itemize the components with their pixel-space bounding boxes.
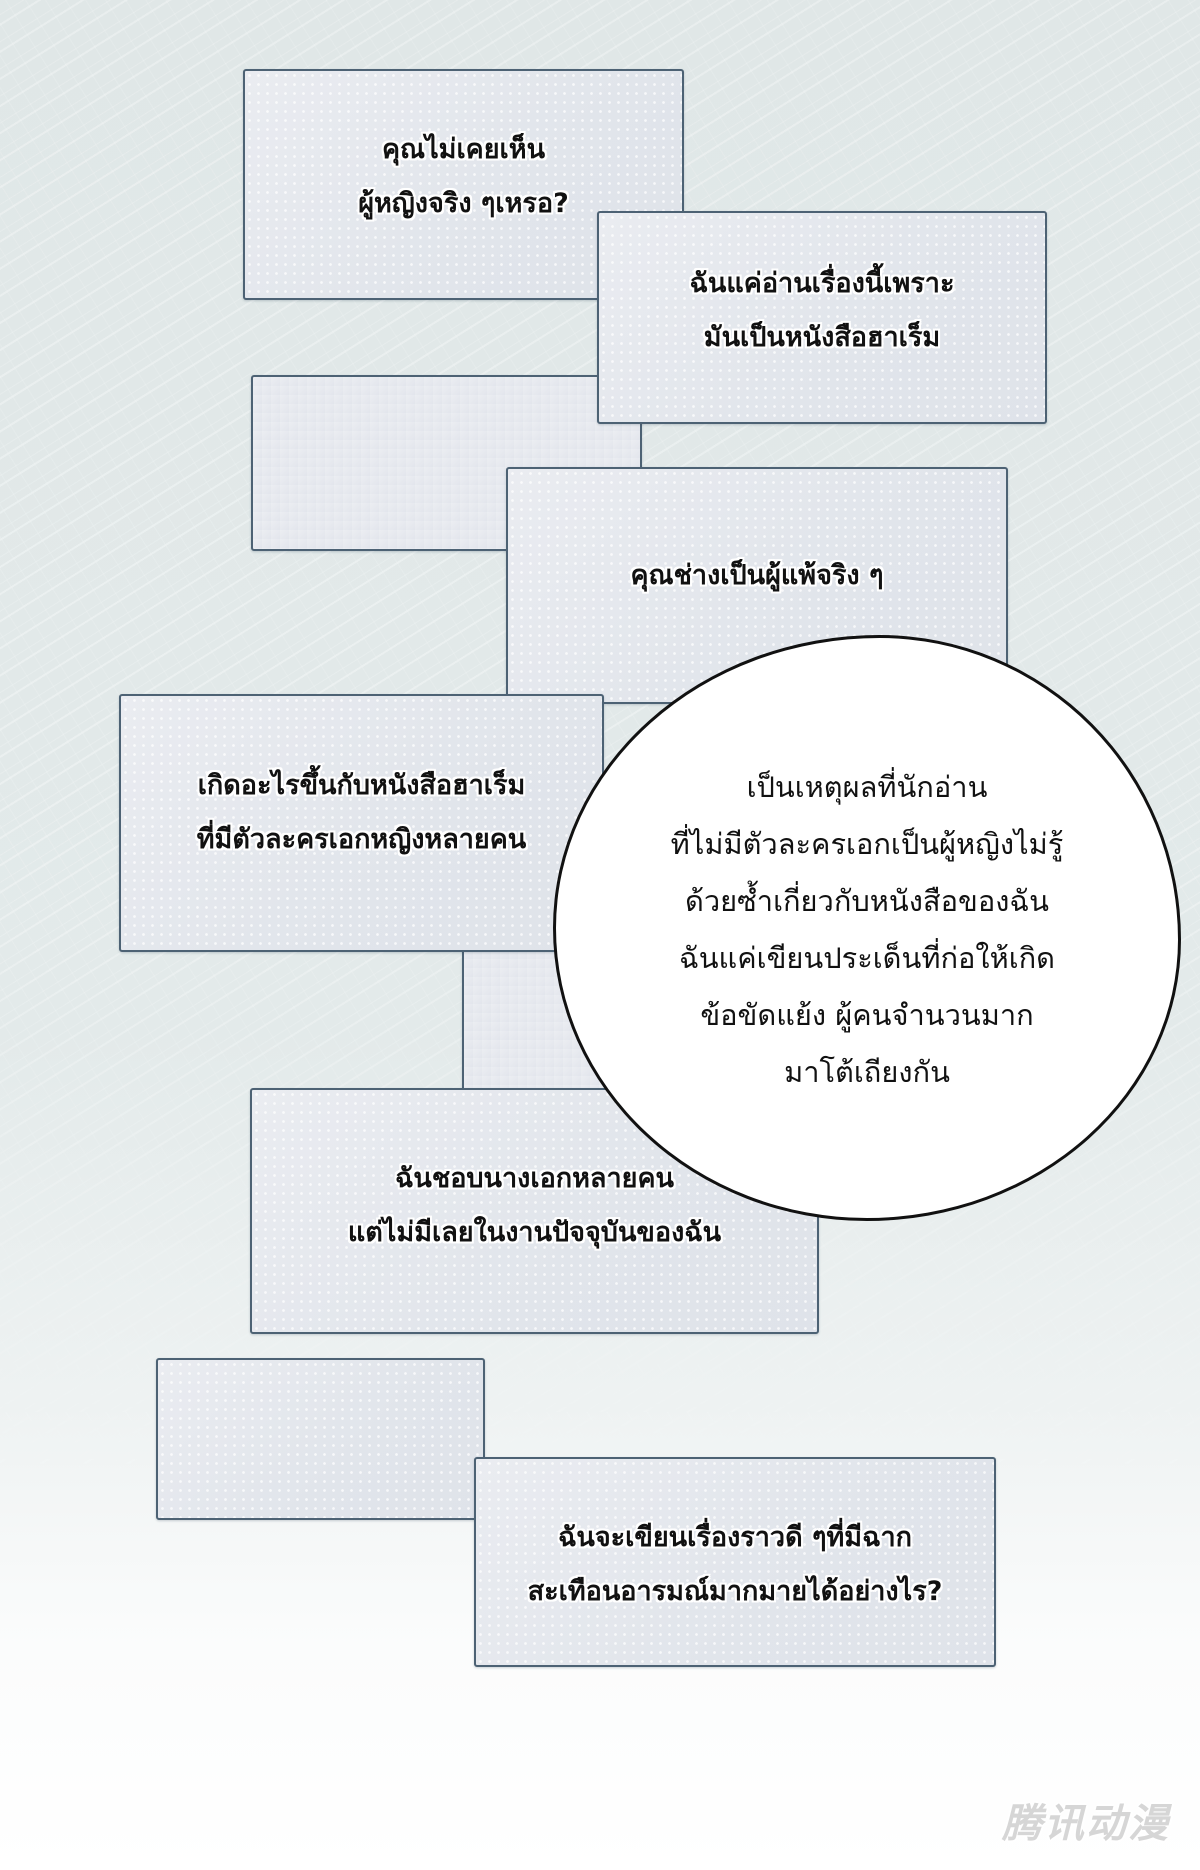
caption-line: ฉันแค่อ่านเรื่องนี้เพราะ: [689, 267, 955, 299]
caption-box-2: ฉันแค่อ่านเรื่องนี้เพราะ มันเป็นหนังสือฮ…: [597, 211, 1047, 424]
empty-caption-panel-3: [251, 375, 642, 551]
caption-box-9: ฉันจะเขียนเรื่องราวดี ๆที่มีฉาก สะเทือนอ…: [474, 1457, 996, 1667]
caption-line: มันเป็นหนังสือฮาเร็ม: [703, 321, 941, 353]
caption-line: ที่มีตัวละครเอกหญิงหลายคน: [196, 824, 527, 855]
caption-line: สะเทือนอารมณ์มากมายได้อย่างไร?: [527, 1576, 943, 1607]
bubble-line: ข้อขัดแย้ง ผู้คนจำนวนมาก: [700, 998, 1034, 1032]
bubble-line: เป็นเหตุผลที่นักอ่าน: [746, 770, 988, 804]
caption-line: เกิดอะไรขึ้นกับหนังสือฮาเร็ม: [197, 770, 526, 801]
bubble-line: ที่ไม่มีตัวละครเอกเป็นผู้หญิงไม่รู้: [670, 827, 1064, 861]
speech-bubble: เป็นเหตุผลที่นักอ่าน ที่ไม่มีตัวละครเอกเ…: [553, 635, 1181, 1221]
caption-line: แต่ไม่มีเลยในงานปัจจุบันของฉัน: [347, 1217, 722, 1248]
bubble-line: มาโต้เถียงกัน: [784, 1055, 950, 1089]
caption-line: คุณไม่เคยเห็น: [381, 133, 546, 165]
caption-line: ฉันชอบนางเอกหลายคน: [395, 1163, 674, 1194]
publisher-watermark-logo: 腾讯动漫: [1002, 1801, 1170, 1847]
caption-box-5: เกิดอะไรขึ้นกับหนังสือฮาเร็ม ที่มีตัวละค…: [119, 694, 604, 952]
caption-line: ผู้หญิงจริง ๆเหรอ?: [358, 187, 569, 219]
caption-line: ฉันจะเขียนเรื่องราวดี ๆที่มีฉาก: [557, 1522, 913, 1553]
bubble-line: ฉันแค่เขียนประเด็นที่ก่อให้เกิด: [678, 941, 1056, 975]
empty-caption-panel-8: [156, 1358, 485, 1520]
bubble-line: ด้วยซ้ำเกี่ยวกับหนังสือของฉัน: [685, 884, 1049, 918]
caption-line: คุณช่างเป็นผู้แพ้จริง ๆ: [630, 560, 884, 591]
